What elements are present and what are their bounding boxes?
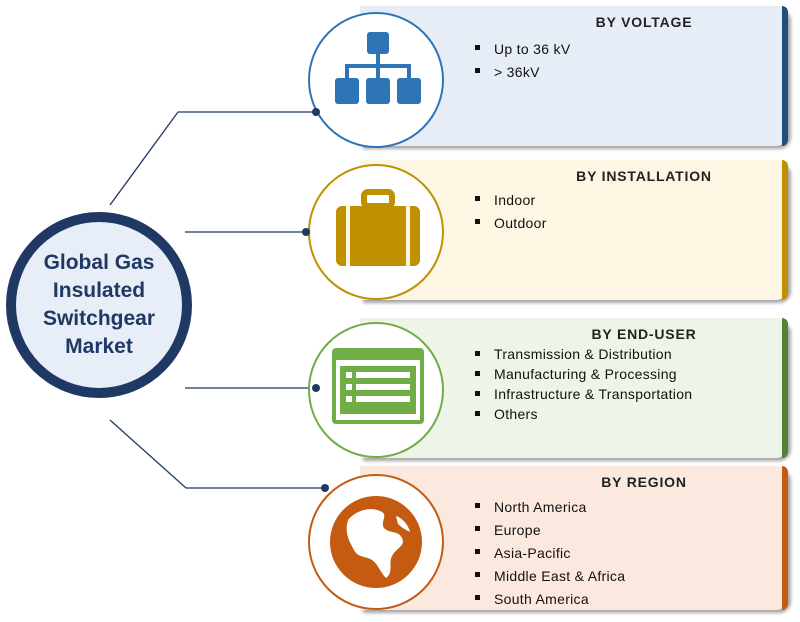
panel-title: BY VOLTAGE <box>595 14 693 30</box>
panel-title: BY END-USER <box>591 326 697 342</box>
briefcase-icon <box>336 189 420 266</box>
connector-dot <box>321 484 329 492</box>
list-item: Up to 36 kV <box>472 38 570 61</box>
list-item: Indoor <box>472 189 547 212</box>
globe-icon <box>330 496 422 588</box>
list-item: Transmission & Distribution <box>472 344 692 364</box>
list-item: Infrastructure & Transportation <box>472 384 692 404</box>
list-item: Europe <box>472 519 625 542</box>
connector-dot <box>312 108 320 116</box>
list-item: North America <box>472 496 625 519</box>
connector-dot <box>302 228 310 236</box>
list-item: South America <box>472 588 625 611</box>
center-market-circle: Global Gas Insulated Switchgear Market <box>6 212 192 398</box>
icon-circle-region <box>308 474 444 610</box>
panel-title: BY REGION <box>601 474 687 490</box>
market-title: Global Gas Insulated Switchgear Market <box>42 251 156 358</box>
item-list: Up to 36 kV > 36kV <box>472 38 570 84</box>
list-item: > 36kV <box>472 61 570 84</box>
icon-circle-end-user <box>308 322 444 458</box>
item-list: Transmission & Distribution Manufacturin… <box>472 344 692 424</box>
list-item: Manufacturing & Processing <box>472 364 692 384</box>
list-window-icon <box>332 348 424 424</box>
list-item: Asia-Pacific <box>472 542 625 565</box>
hierarchy-icon <box>335 32 421 104</box>
panel-by-end-user: BY END-USER Transmission & Distribution … <box>360 318 788 458</box>
icon-circle-installation <box>308 164 444 300</box>
panel-title: BY INSTALLATION <box>576 168 712 184</box>
list-item: Middle East & Africa <box>472 565 625 588</box>
connector-dot <box>312 384 320 392</box>
list-item: Others <box>472 404 692 424</box>
item-list: Indoor Outdoor <box>472 189 547 235</box>
item-list: North America Europe Asia-Pacific Middle… <box>472 496 625 611</box>
icon-circle-voltage <box>308 12 444 148</box>
list-item: Outdoor <box>472 212 547 235</box>
